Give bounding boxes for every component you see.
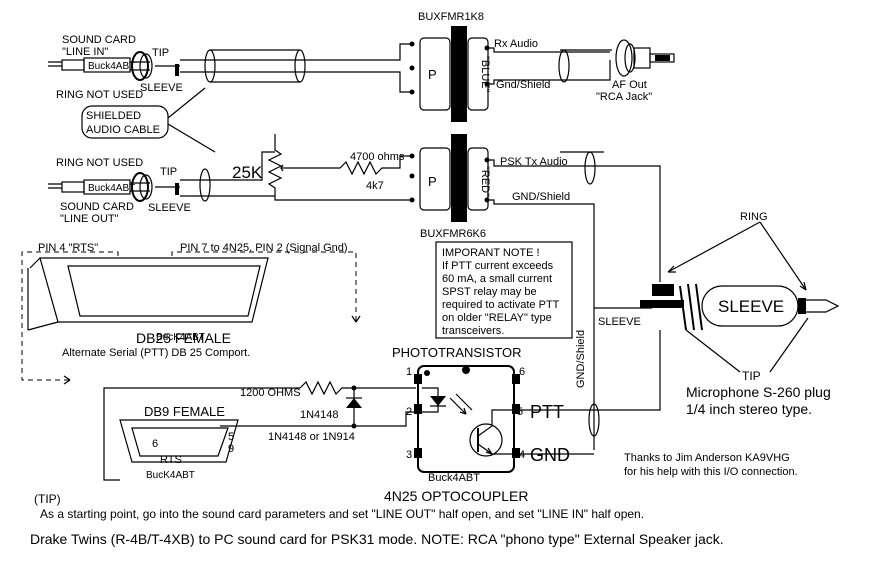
line-out-tip: TIP (160, 166, 177, 178)
db25-connector: PIN 4 "RTS" PIN 7 to 4N25, PIN 2 (Signal… (21, 242, 361, 385)
line-out-plug-brand: Buck4ABT (88, 183, 135, 194)
gnd-shield-label-1: Gnd/Shield (496, 79, 550, 91)
note-line-5: on older "RELAY" type (442, 312, 552, 324)
db25-label: DB25 FEMALE (136, 330, 231, 346)
opto-pin-2: 2 (406, 406, 412, 418)
opto-pin-5: 5 (517, 406, 523, 418)
opto-label: 4N25 OPTOCOUPLER (384, 488, 528, 504)
gnd-label: GND (530, 445, 570, 465)
resistor-4700-label: 4700 ohms (350, 151, 405, 163)
ptt-label: PTT (530, 402, 564, 422)
pot-and-resistor: 25K 4700 ohms 4k7 (232, 134, 412, 196)
note-line-1: If PTT current exceeds (442, 260, 554, 272)
sleeve-small-label: SLEEVE (598, 316, 641, 328)
af-out-label-2: "RCA Jack" (596, 91, 652, 103)
af-out-label: AF Out (612, 79, 647, 91)
mic-label-2: 1/4 inch stereo type. (686, 401, 812, 417)
resistor-1200-label: 1200 OHMS (240, 387, 301, 399)
opto-pin-3: 3 (406, 449, 412, 461)
db9-rts: RTS (160, 454, 182, 466)
ring-label: RING (740, 211, 768, 223)
tip-note-heading: (TIP) (34, 492, 61, 506)
db25-sub-label: Alternate Serial (PTT) DB 25 Comport. (62, 347, 250, 359)
db9-label: DB9 FEMALE (144, 404, 225, 419)
tip-note-text: As a starting point, go into the sound c… (40, 507, 644, 521)
phototransistor-label: PHOTOTRANSISTOR (392, 345, 522, 360)
pot-label: 25K (232, 163, 263, 182)
line-in-plug-brand: Buck4ABT (88, 61, 135, 72)
credits-and-notes: Thanks to Jim Anderson KA9VHG for his he… (30, 452, 798, 547)
db9-brand: BucK4ABT (146, 470, 195, 481)
line-in-tip: TIP (152, 47, 169, 59)
thanks-line-1: Thanks to Jim Anderson KA9VHG (624, 452, 790, 464)
line-in-label: SOUND CARD (62, 34, 136, 46)
db9-pin6: 6 (152, 438, 158, 450)
db9-pin9: 9 (228, 443, 234, 455)
line-in-ring: RING NOT USED (56, 89, 143, 101)
transformer-red-primary: P (428, 174, 437, 189)
transformer-blue: BUXFMR1K8 P "BLUE" (409, 11, 491, 122)
shielded-label-2: AUDIO CABLE (86, 124, 160, 136)
pin4-label: PIN 4 "RTS" (38, 242, 98, 254)
db9-connector: DB9 FEMALE 5 9 6 RTS BucK4ABT (103, 387, 416, 481)
transformer-red-label: BUXFMR6K6 (420, 228, 486, 240)
transformer-red-color: "RED" (479, 166, 491, 197)
gnd-shield-vertical: GND/Shield (575, 330, 587, 388)
optocoupler-4n25: PHOTOTRANSISTOR 1 2 3 6 5 4 PTT GND Buck… (384, 330, 661, 504)
note-line-4: required to activate PTT (442, 299, 560, 311)
line-out-sleeve: SLEEVE (148, 202, 191, 214)
transformer-red: P "RED" BUXFMR6K6 (409, 134, 491, 240)
psk-tx-label: PSK Tx Audio (500, 156, 568, 168)
rx-audio-output: Rx Audio Gnd/Shield AF Out "RCA Jack" (487, 38, 675, 103)
rx-audio-label: Rx Audio (494, 38, 538, 50)
sleeve-plug-label: SLEEVE (718, 297, 784, 316)
note-line-0: IMPORANT NOTE ! (442, 247, 540, 259)
caption: Drake Twins (R-4B/T-4XB) to PC sound car… (30, 531, 724, 547)
transformer-blue-primary: P (428, 67, 437, 82)
line-in-plug: SOUND CARD "LINE IN" Buck4ABT TIP SLEEVE… (48, 34, 412, 101)
shielded-label: SHIELDED (86, 110, 141, 122)
microphone-plug: RING SLEEVE TIP Microphone S-260 plug 1/… (640, 211, 840, 417)
diode-alt-label: 1N4148 or 1N914 (268, 431, 355, 443)
note-line-2: 60 mA, a small current (442, 273, 552, 285)
transformer-blue-label: BUXFMR1K8 (418, 11, 484, 23)
opto-brand: Buck4ABT (428, 472, 480, 484)
note-line-6: transceivers. (442, 325, 504, 337)
transformer-blue-color: "BLUE" (479, 56, 491, 93)
line-in-sleeve: SLEEVE (140, 82, 183, 94)
thanks-line-2: for his help with this I/O connection. (624, 466, 798, 478)
line-in-label-2: "LINE IN" (62, 46, 108, 58)
opto-pin-1: 1 (406, 366, 412, 378)
gnd-shield-label-2: GND/Shield (512, 191, 570, 203)
opto-pin-4: 4 (519, 449, 525, 461)
db9-pin5: 5 (228, 431, 234, 443)
resistor-4k7-label: 4k7 (366, 180, 384, 192)
db25-brand: BucK4ABT (156, 332, 205, 343)
tip-plug-label: TIP (742, 369, 761, 383)
line-out-plug: RING NOT USED Buck4ABT TIP SOUND CARD "L… (48, 151, 412, 225)
diode-label: 1N4148 (300, 409, 339, 421)
mic-label: Microphone S-260 plug (686, 384, 831, 400)
note-line-3: SPST relay may be (442, 286, 537, 298)
tx-audio-path: PSK Tx Audio GND/Shield GND/Shield SLEEV… (487, 151, 661, 450)
line-out-ring: RING NOT USED (56, 157, 143, 169)
line-out-label: SOUND CARD (60, 201, 134, 213)
line-out-label-2: "LINE OUT" (60, 213, 119, 225)
important-note: IMPORANT NOTE ! If PTT current exceeds 6… (435, 241, 573, 339)
shielded-cable-callout: SHIELDED AUDIO CABLE (81, 87, 216, 153)
pin7-label: PIN 7 to 4N25, PIN 2 (Signal Gnd) (180, 242, 348, 254)
opto-pin-6: 6 (519, 366, 525, 378)
rts-resistor-diode: 1200 OHMS 1N4148 1N4148 or 1N914 (240, 380, 416, 443)
